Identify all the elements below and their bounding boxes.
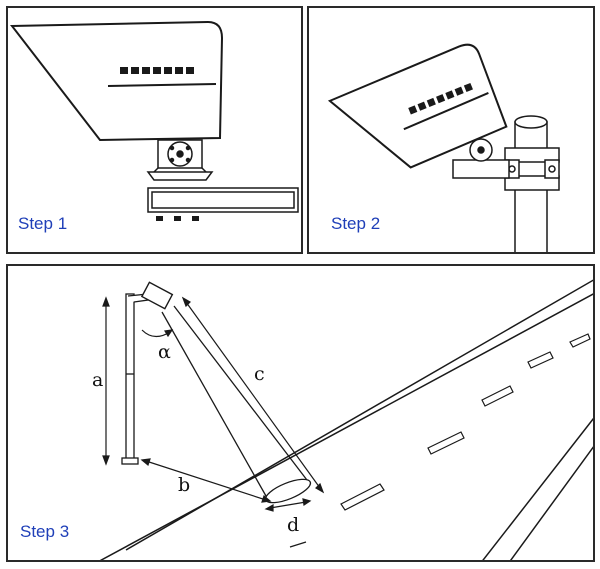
step-1-panel: Step 1 — [6, 6, 303, 254]
step-1-label: Step 1 — [18, 214, 68, 233]
dimension-c — [181, 296, 325, 494]
pivot-joint — [469, 138, 493, 162]
step-2-illustration — [327, 43, 560, 252]
pole-clamp — [452, 147, 560, 191]
dimension-a — [102, 296, 110, 466]
label-c: c — [254, 363, 265, 385]
step-2-panel: Step 2 — [307, 6, 595, 254]
road-edge-lines — [99, 279, 593, 560]
mounting-bracket — [146, 139, 214, 181]
radar-housing — [9, 20, 224, 142]
label-alpha: α — [158, 341, 171, 363]
housing-display-characters — [408, 82, 473, 115]
step-3-label: Step 3 — [20, 522, 70, 541]
dimension-b — [140, 458, 272, 503]
label-a: a — [92, 369, 103, 391]
mounting-plate — [147, 187, 299, 213]
angle-alpha-arc — [141, 329, 174, 338]
step-3-illustration: a b c d α — [92, 279, 593, 560]
label-b: b — [178, 474, 190, 496]
step-2-label: Step 2 — [331, 214, 381, 233]
step-3-panel: a b c d α Step 3 — [6, 264, 595, 562]
mounting-screws — [156, 216, 199, 221]
radar-housing — [327, 43, 508, 169]
housing-trim-line — [107, 83, 217, 87]
housing-display-characters — [120, 67, 194, 74]
radar-device — [140, 281, 174, 310]
label-d: d — [287, 514, 299, 536]
lane-dashes — [289, 333, 591, 548]
pole — [121, 293, 149, 465]
step-1-illustration — [9, 20, 299, 221]
dimension-d — [264, 498, 312, 512]
